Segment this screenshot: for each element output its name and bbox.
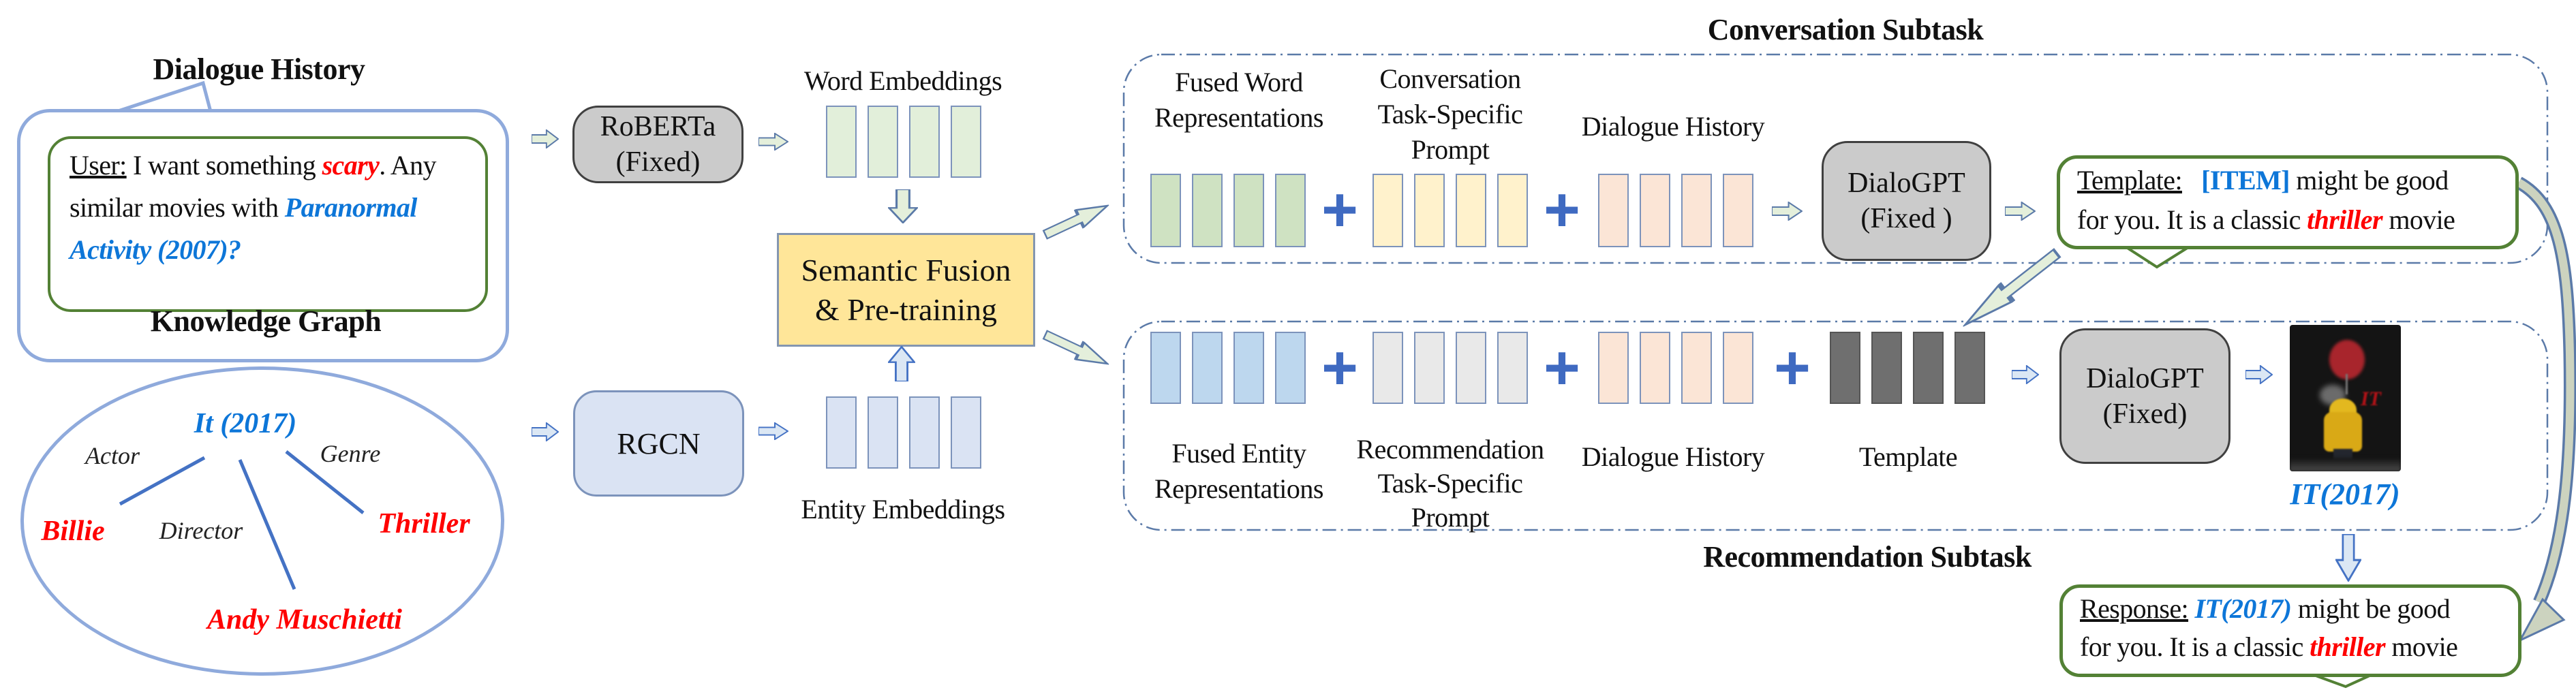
entity-embeddings-bars	[826, 396, 981, 469]
dialogpt-to-item-arrow-icon	[2245, 365, 2273, 384]
poster-balloon-string	[2346, 374, 2348, 394]
recommendation-dialogue-history-label: Dialogue History	[1581, 441, 1765, 472]
kg-to-rgcn-arrow-icon	[532, 422, 559, 441]
token-bar	[1871, 332, 1902, 404]
dialogpt-recommendation-box: DialoGPT(Fixed)	[2059, 328, 2230, 464]
kg-edge-label-genre: Genre	[320, 440, 381, 467]
plus-operator: +	[1774, 333, 1811, 403]
token-bar	[1497, 174, 1528, 247]
token-bar	[1497, 332, 1528, 404]
template-to-response-curved-arrow	[2515, 176, 2576, 643]
response-bubble	[2059, 584, 2521, 677]
token-bar	[1456, 174, 1486, 247]
token-bar	[1954, 332, 1985, 404]
semantic-fusion-box: Semantic Fusion& Pre-training	[777, 233, 1035, 347]
recommendation-subtask-title: Recommendation Subtask	[1703, 540, 2031, 574]
kg-node-andy-muschietti: Andy Muschietti	[207, 604, 402, 636]
token-bar	[1275, 332, 1306, 404]
knowledge-graph-title: Knowledge Graph	[150, 304, 382, 338]
template-bars	[1830, 332, 1985, 404]
template-bars-label: Template	[1858, 441, 1958, 472]
kg-edge-label-actor: Actor	[85, 442, 140, 469]
word-embeddings-label: Word Embeddings	[803, 65, 1002, 96]
token-bar	[1373, 332, 1403, 404]
token-bar	[1456, 332, 1486, 404]
token-bar	[951, 396, 981, 469]
kg-edge-label-director: Director	[159, 517, 243, 544]
token-bar	[1681, 174, 1712, 247]
rgcn-to-entity-embeddings-arrow-icon	[758, 422, 788, 440]
token-bar	[1640, 332, 1670, 404]
recommended-item-title: IT(2017)	[2290, 477, 2400, 511]
dialogpt-conversation-box: DialoGPT(Fixed )	[1822, 141, 1991, 261]
kg-node-it-2017: It (2017)	[194, 408, 297, 439]
dialogue-to-roberta-arrow-icon	[532, 129, 559, 148]
token-bar	[826, 106, 857, 178]
knowledge-graph-ellipse	[20, 366, 504, 676]
fusion-to-conversation-arrow-icon	[1041, 195, 1114, 244]
token-bar	[868, 396, 898, 469]
token-bar	[909, 106, 940, 178]
poster-ground	[2290, 458, 2401, 471]
token-bar	[1150, 332, 1181, 404]
fused-entity-representation-bars	[1150, 332, 1306, 404]
token-bar	[1150, 174, 1181, 247]
token-bar	[1723, 332, 1753, 404]
conversation-dialogue-history-bars	[1598, 174, 1753, 247]
poster-it-logo: IT	[2361, 388, 2381, 410]
recommendation-dialogue-history-bars	[1598, 332, 1753, 404]
token-bar	[1192, 174, 1223, 247]
token-bar	[1913, 332, 1944, 404]
dialogue-history-title: Dialogue History	[153, 52, 365, 86]
token-bar	[1681, 332, 1712, 404]
to-dialogpt-conversation-arrow-icon	[1772, 202, 1803, 221]
token-bar	[1414, 332, 1445, 404]
token-bar	[1192, 332, 1223, 404]
entity-embeddings-to-fusion-arrow-icon	[888, 346, 915, 381]
fusion-to-recommendation-arrow-icon	[1041, 325, 1114, 373]
token-bar	[826, 396, 857, 469]
plus-operator: +	[1321, 175, 1358, 245]
token-bar	[1414, 174, 1445, 247]
token-bar	[1723, 174, 1753, 247]
token-bar	[1598, 174, 1629, 247]
plus-operator: +	[1321, 333, 1358, 403]
dialogue-history-inner-bubble	[48, 136, 488, 312]
conversation-subtask-title: Conversation Subtask	[1707, 13, 1984, 46]
token-bar	[909, 396, 940, 469]
token-bar	[1275, 174, 1306, 247]
token-bar	[1640, 174, 1670, 247]
plus-operator: +	[1544, 333, 1580, 403]
to-dialogpt-recommendation-arrow-icon	[2012, 365, 2039, 384]
recommendation-to-response-arrow-icon	[2335, 534, 2361, 582]
token-bar	[1373, 174, 1403, 247]
word-embeddings-bars	[826, 106, 981, 178]
token-bar	[868, 106, 898, 178]
rgcn-box: RGCN	[573, 390, 744, 497]
conversation-prompt-bars	[1373, 174, 1528, 247]
token-bar	[1233, 174, 1264, 247]
token-bar	[1598, 332, 1629, 404]
conversation-dialogue-history-label: Dialogue History	[1581, 111, 1765, 142]
recommendation-prompt-bars	[1373, 332, 1528, 404]
dialogpt-to-template-arrow-icon	[2005, 202, 2036, 221]
fused-word-representation-bars	[1150, 174, 1306, 247]
poster-raincoat-body	[2324, 412, 2362, 452]
roberta-box: RoBERTa(Fixed)	[572, 106, 743, 183]
word-embeddings-to-fusion-arrow-icon	[888, 189, 918, 223]
token-bar	[1830, 332, 1860, 404]
token-bar	[1233, 332, 1264, 404]
kg-node-thriller: Thriller	[378, 508, 470, 539]
roberta-to-word-embeddings-arrow-icon	[758, 133, 788, 151]
token-bar	[951, 106, 981, 178]
plus-operator: +	[1544, 175, 1580, 245]
kg-node-billie: Billie	[41, 516, 105, 547]
entity-embeddings-label: Entity Embeddings	[801, 494, 1005, 524]
it-movie-poster: IT	[2290, 325, 2401, 471]
